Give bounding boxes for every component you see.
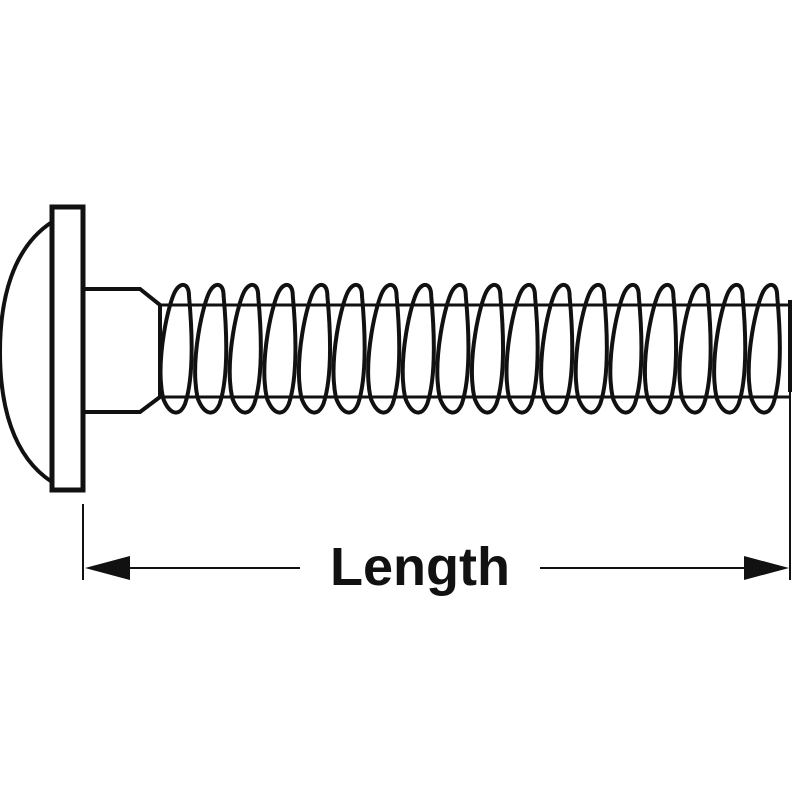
thread-crest — [573, 282, 609, 415]
arrowhead-right — [744, 556, 789, 580]
thread-crest — [677, 282, 713, 415]
thread-crest — [539, 282, 575, 415]
thread-crest — [227, 282, 263, 415]
thread-crest — [400, 282, 436, 415]
screw-head-dome — [0, 220, 54, 484]
screw-head-flange — [49, 204, 86, 493]
thread-crest — [712, 282, 748, 415]
thread-crest — [331, 282, 367, 415]
arrowhead-left — [85, 556, 130, 580]
thread-crest — [435, 282, 471, 415]
thread-crest — [262, 282, 298, 415]
thread-crest — [504, 282, 540, 415]
thread-crest — [158, 282, 194, 415]
thread-crest — [608, 282, 644, 415]
screw-threads — [158, 282, 782, 415]
thread-crest — [643, 282, 678, 415]
thread-crest — [366, 282, 402, 415]
thread-crest — [746, 282, 782, 415]
thread-crest — [193, 282, 229, 415]
thread-crest — [297, 282, 332, 415]
screw-neck — [83, 287, 162, 414]
thread-crest — [470, 282, 505, 415]
dimension-label: Length — [300, 532, 540, 602]
